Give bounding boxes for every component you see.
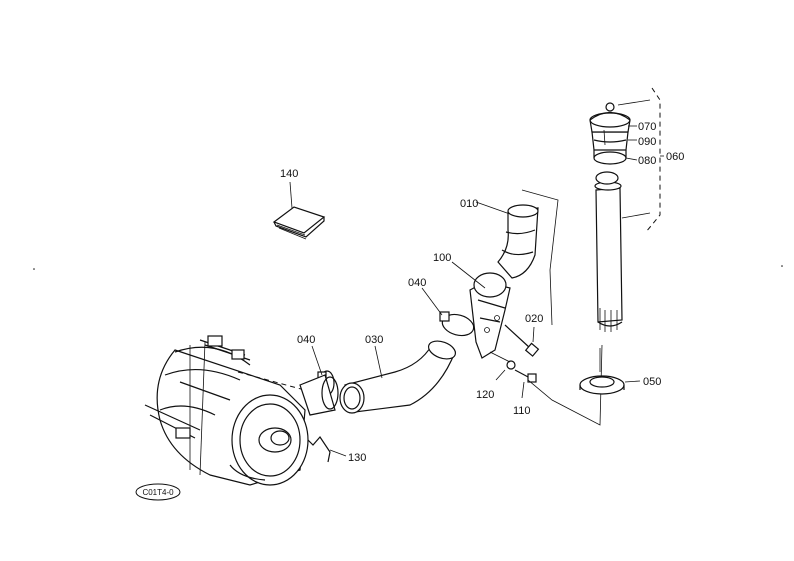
diagram-code: C01T4-0: [142, 488, 174, 497]
part-110-bolt: [514, 369, 537, 383]
part-050-grommet: [579, 375, 625, 395]
part-040-clamp-right: [439, 311, 475, 337]
part-130-hook: [307, 436, 331, 463]
callout-010: 010: [460, 198, 478, 210]
callout-060: 060: [666, 151, 684, 163]
callout-100: 100: [433, 252, 451, 264]
part-070-cap: [589, 102, 631, 133]
callout-110: 110: [513, 405, 531, 417]
callout-090: 090: [638, 136, 656, 148]
callout-030: 030: [365, 334, 383, 346]
callout-070: 070: [638, 121, 656, 133]
callout-080: 080: [638, 155, 656, 167]
callout-050: 050: [643, 376, 661, 388]
callout-120: 120: [476, 389, 494, 401]
part-120-washer: [506, 360, 516, 370]
part-030-hose: [339, 340, 457, 414]
intake-outlet-stub: [299, 374, 336, 416]
callout-040-left: 040: [297, 334, 315, 346]
callout-040-right: 040: [408, 277, 426, 289]
callout-020: 020: [525, 313, 543, 325]
diagram-code-badge: C01T4-0: [135, 483, 181, 501]
assembly-leader-dashed: [237, 371, 313, 393]
part-060-tube: [594, 171, 623, 332]
callout-140: 140: [280, 168, 298, 180]
part-080-ring: [593, 150, 627, 165]
part-140-card: [272, 206, 326, 240]
callout-130: 130: [348, 452, 366, 464]
part-010-elbow: [497, 204, 539, 279]
assembly-line-upper: [521, 189, 559, 326]
part-100-bracket: [469, 272, 511, 359]
part-020-bolt: [504, 324, 540, 357]
air-cleaner-body: [144, 335, 309, 486]
part-090-body: [591, 131, 629, 151]
